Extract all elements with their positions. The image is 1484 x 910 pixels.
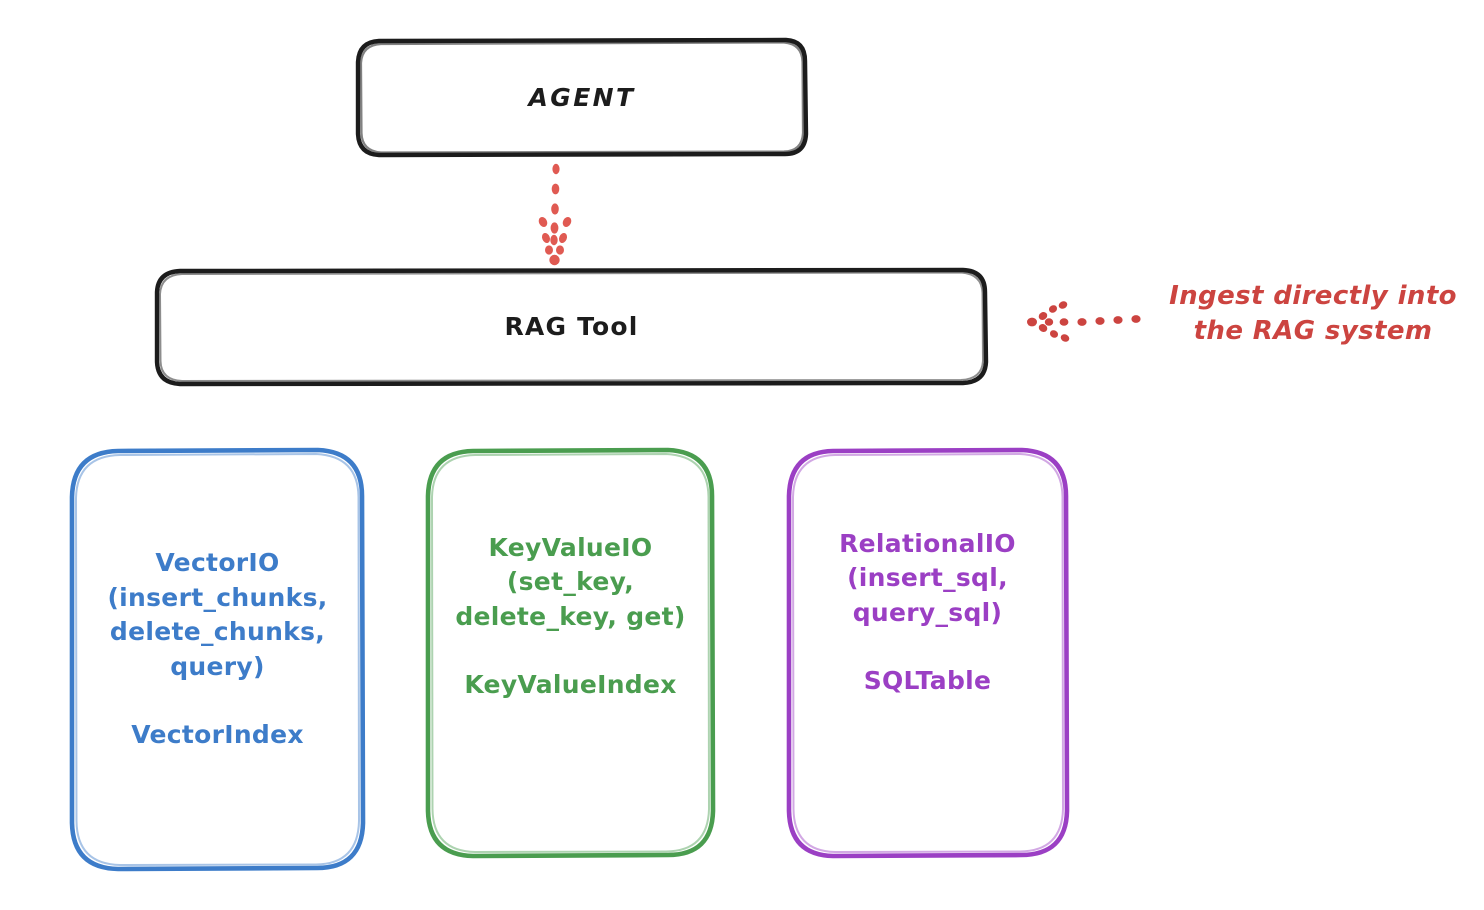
vector-io-label: VectorIO (insert_chunks, delete_chunks, … bbox=[107, 548, 328, 681]
vector-io-box-outline bbox=[69, 447, 366, 872]
agent-node[interactable]: AGENT bbox=[358, 40, 806, 156]
vector-io-node[interactable]: VectorIO (insert_chunks, delete_chunks, … bbox=[72, 450, 363, 869]
agent-to-rag-tool-arrow bbox=[538, 163, 572, 266]
agent-box-outline bbox=[355, 37, 809, 158]
key-value-io-content: KeyValueIO (set_key, delete_key, get) Ke… bbox=[455, 531, 685, 700]
relational-io-index-label: SQLTable bbox=[863, 666, 992, 696]
key-value-io-index-label: KeyValueIndex bbox=[464, 670, 677, 700]
annotation-to-rag-tool-arrow bbox=[1027, 301, 1141, 342]
relational-io-content: RelationalIO (insert_sql, query_sql) SQL… bbox=[839, 527, 1016, 696]
ingest-annotation-text: Ingest directly into the RAG system bbox=[1169, 281, 1457, 346]
rag-tool-label: RAG Tool bbox=[504, 312, 639, 342]
vector-io-index-label: VectorIndex bbox=[131, 720, 304, 749]
relational-io-label: RelationalIO (insert_sql, query_sql) bbox=[839, 528, 1016, 627]
rag-tool-node[interactable]: RAG Tool bbox=[157, 270, 986, 384]
key-value-io-label: KeyValueIO (set_key, delete_key, get) bbox=[455, 532, 686, 631]
key-value-io-node[interactable]: KeyValueIO (set_key, delete_key, get) Ke… bbox=[428, 450, 713, 856]
key-value-io-box-outline bbox=[425, 447, 716, 859]
relational-io-node[interactable]: RelationalIO (insert_sql, query_sql) SQL… bbox=[789, 450, 1066, 856]
relational-io-box-outline bbox=[786, 447, 1070, 859]
agent-label: AGENT bbox=[528, 83, 636, 113]
vector-io-content: VectorIO (insert_chunks, delete_chunks, … bbox=[107, 546, 327, 749]
rag-tool-box-outline bbox=[154, 267, 989, 387]
